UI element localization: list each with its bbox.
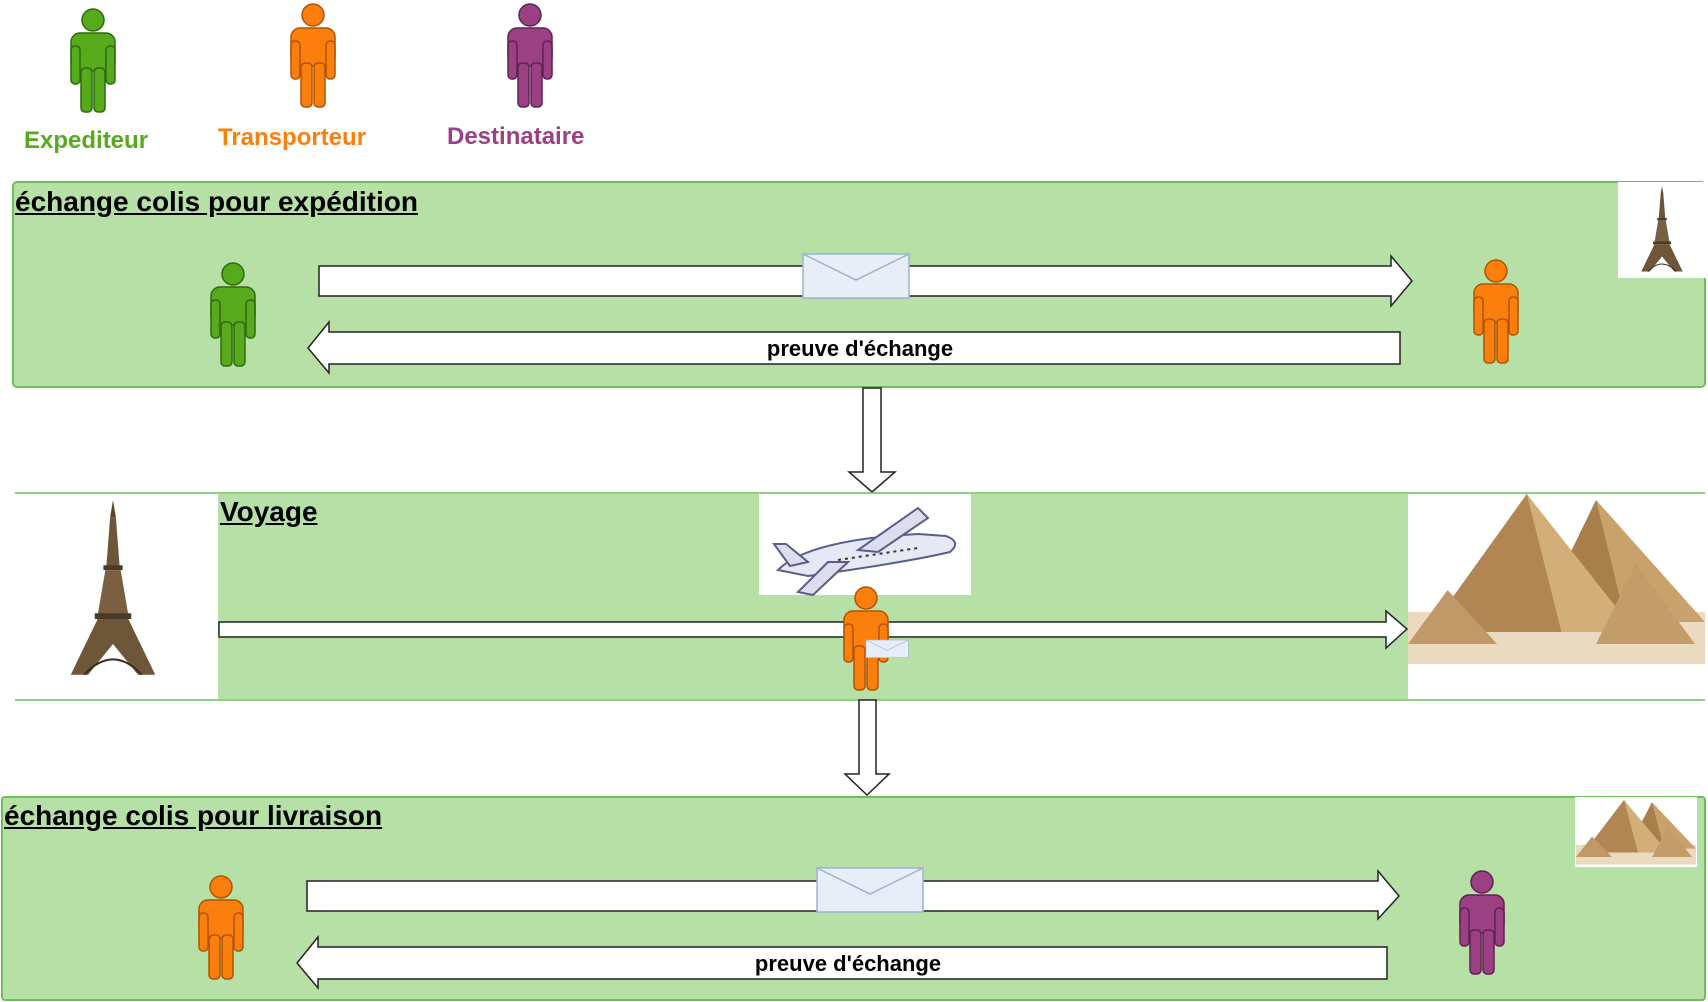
proof-label-expedition: preuve d'échange [766, 336, 954, 361]
envelope-icon [802, 253, 910, 299]
panel-voyage [13, 492, 1708, 701]
legend [70, 3, 553, 113]
envelope-icon [816, 867, 924, 913]
panel-title-expedition: échange colis pour expédition [15, 186, 418, 217]
panel-title-voyage: Voyage [220, 496, 318, 527]
destinataire-person-icon [507, 3, 553, 108]
legend-label-expediteur: Expediteur [24, 127, 149, 154]
legend-label-destinataire: Destinataire [447, 123, 585, 150]
proof-arrow-left [307, 319, 1401, 376]
transporteur-person-icon [290, 3, 336, 108]
flow-arrow-down [846, 387, 898, 493]
expediteur-person-icon [70, 8, 116, 113]
proof-arrow-left [296, 934, 1388, 991]
legend-label-transporteur: Transporteur [218, 124, 367, 151]
travel-arrow-right [218, 609, 1409, 650]
envelope-icon [865, 639, 909, 658]
panel-expedition [12, 181, 1707, 388]
flow-arrow-down [843, 699, 891, 797]
panel-livraison [1, 796, 1706, 1001]
proof-label-livraison: preuve d'échange [754, 951, 942, 976]
panel-title-livraison: échange colis pour livraison [4, 800, 383, 831]
